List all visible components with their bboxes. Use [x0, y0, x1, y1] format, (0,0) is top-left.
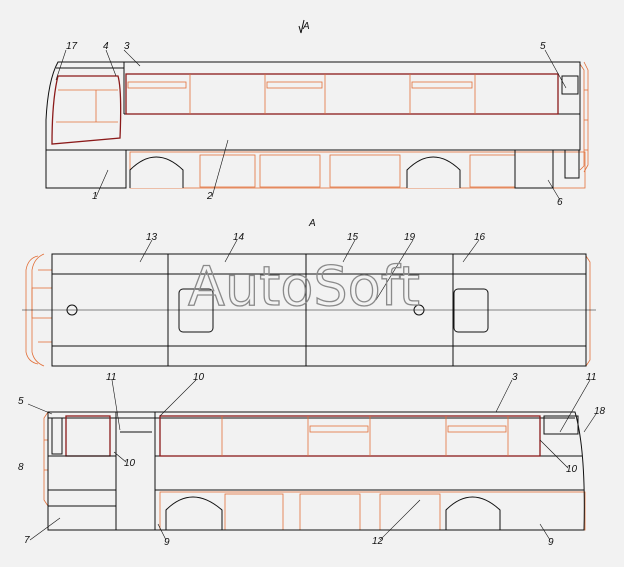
callout-10-upper: 10 [193, 372, 205, 383]
callout-8: 8 [18, 462, 24, 473]
callout-9-front: 9 [164, 537, 170, 548]
watermark: AutoSoft [188, 255, 420, 318]
callout-5: 5 [540, 41, 546, 52]
view-marker-top: A [302, 21, 310, 32]
callout-13: 13 [146, 232, 158, 243]
callout-6: 6 [557, 197, 563, 208]
callout-10-rear: 10 [566, 464, 578, 475]
callout-14: 14 [233, 232, 245, 243]
callout-11-front: 11 [106, 372, 116, 383]
callout-7: 7 [24, 535, 30, 546]
callout-3: 3 [124, 41, 130, 52]
callout-9-rear: 9 [548, 537, 554, 548]
callout-17: 17 [66, 41, 78, 52]
roof-view: 13 14 15 19 16 [22, 232, 596, 367]
view-marker-roof: A [308, 218, 316, 229]
callout-5-lower: 5 [18, 396, 24, 407]
callout-15: 15 [347, 232, 359, 243]
view-arrow-a: A [298, 19, 310, 34]
callout-10-front: 10 [124, 458, 136, 469]
callout-11-rear: 11 [586, 372, 596, 383]
callout-3-lower: 3 [512, 372, 518, 383]
callout-19: 19 [404, 232, 416, 243]
callout-4: 4 [103, 41, 109, 52]
callout-12: 12 [372, 536, 384, 547]
callout-2: 2 [206, 191, 213, 202]
callout-16: 16 [474, 232, 486, 243]
rear-side-view: 5 11 10 3 11 18 8 10 10 7 9 12 9 [18, 372, 606, 548]
callout-18: 18 [594, 406, 606, 417]
side-view: 17 4 3 5 1 2 6 [45, 41, 589, 208]
callout-1: 1 [92, 191, 98, 202]
